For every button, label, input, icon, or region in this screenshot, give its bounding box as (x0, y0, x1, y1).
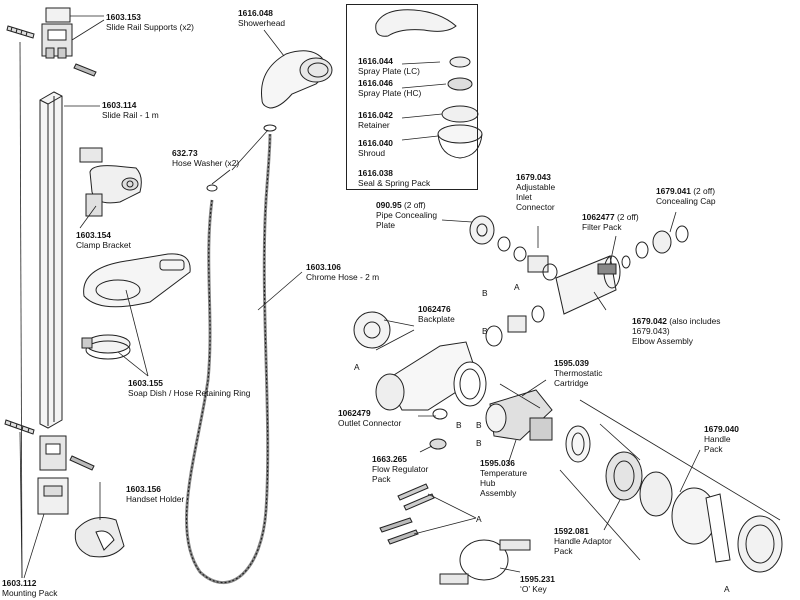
spray-plate-inset (346, 4, 478, 190)
handset-holder-icon (74, 517, 125, 558)
filter-pack-icon (597, 255, 631, 275)
marker-b: B (482, 288, 488, 298)
screw-icon (6, 25, 35, 39)
valve-body-icon (375, 341, 487, 411)
label-1595-231: 1595.231 ‘O’ Key (520, 574, 555, 594)
marker-a: A (354, 362, 360, 372)
chrome-hose-icon (185, 133, 272, 584)
wall-plug-icon (73, 63, 97, 77)
marker-b: B (456, 420, 462, 430)
marker-a: A (724, 584, 730, 594)
elbow-assembly-icon (485, 305, 545, 347)
handle-adaptor-icon (605, 451, 673, 517)
label-1679-042: 1679.042 (also includes 1679.043)Elbow A… (632, 316, 721, 346)
slide-rail-icon (39, 91, 63, 429)
marker-b: B (476, 438, 482, 448)
adjustable-inlet-connector-icon (513, 246, 558, 281)
showerhead-icon (261, 50, 333, 109)
hose-retaining-ring-icon (81, 334, 131, 360)
soap-dish-icon (83, 253, 191, 308)
marker-a: A (514, 282, 520, 292)
screws-pack-icon (379, 483, 435, 545)
o-key-icon (439, 539, 531, 585)
marker-a: A (476, 514, 482, 524)
hose-washer-icon (206, 184, 218, 192)
o-ring-icon (497, 236, 511, 252)
screw-icon (4, 419, 35, 435)
label-1062477: 1062477 (2 off) Filter Pack (582, 212, 639, 232)
temperature-hub-icon (565, 425, 591, 463)
spray-plate-lc-icon (449, 56, 471, 68)
slide-rail-support-top-icon (41, 7, 73, 59)
inset-showerhead-icon (375, 9, 457, 37)
clamp-bracket-icon (79, 147, 142, 217)
concealing-cap-icon (635, 225, 689, 259)
handle-icon (671, 487, 783, 573)
slide-rail-support-bottom-icon (37, 435, 69, 515)
wall-plug-icon (69, 455, 95, 471)
flow-regulator-icon (429, 438, 447, 450)
spray-plate-hc-icon (447, 77, 473, 91)
backplate-icon (353, 311, 391, 349)
hose-washer-icon (263, 124, 277, 132)
thermostatic-cartridge-icon (485, 389, 553, 441)
label-1679-041: 1679.041 (2 off) Concealing Cap (656, 186, 716, 206)
pipe-concealing-plate-icon (469, 215, 495, 245)
shroud-icon (437, 124, 483, 159)
leader-lines (19, 15, 781, 579)
o-ring-icon (432, 408, 448, 420)
chrome-hose-icon (185, 133, 271, 584)
marker-b: B (476, 420, 482, 430)
marker-b: B (482, 326, 488, 336)
